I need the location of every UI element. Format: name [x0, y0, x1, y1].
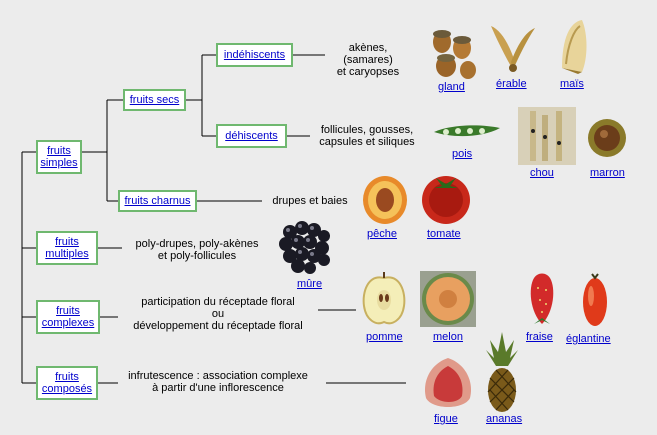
node-fruits-complexes[interactable]: fruits complexes — [36, 300, 100, 334]
desc-indehiscents: akènes, (samares) et caryopses — [336, 42, 400, 78]
peach-image — [363, 176, 407, 224]
example-link-melon[interactable]: melon — [433, 331, 463, 343]
example-link-pois[interactable]: pois — [452, 148, 473, 160]
example-link-ananas[interactable]: ananas — [486, 413, 523, 425]
node-indehiscents[interactable]: indéhiscents — [216, 43, 293, 67]
chestnut-image — [588, 119, 626, 157]
example-link-fraise[interactable]: fraise — [526, 331, 553, 343]
desc-complexes: participation du réceptade floral ou dév… — [133, 296, 303, 332]
desc-multiples: poly-drupes, poly-akènes et poly-follicu… — [135, 238, 259, 262]
rosehip-image — [583, 273, 607, 326]
node-fruits-charnus-label: fruits charnus — [124, 195, 191, 207]
node-fruits-secs-label: fruits secs — [129, 94, 180, 106]
node-fruits-secs[interactable]: fruits secs — [123, 89, 186, 111]
example-link-figue[interactable]: figue — [434, 413, 458, 425]
node-fruits-composes[interactable]: fruits composés — [36, 366, 98, 400]
tomato-image — [422, 176, 470, 224]
example-link-pomme[interactable]: pomme — [366, 331, 403, 343]
pineapple-image — [486, 332, 518, 412]
example-link-erable[interactable]: érable — [496, 78, 527, 90]
apple-image — [362, 272, 406, 325]
node-fruits-multiples[interactable]: fruits multiples — [36, 231, 98, 265]
example-link-marron[interactable]: marron — [590, 167, 625, 179]
acorn-image — [433, 30, 476, 79]
pea-pod-image — [434, 125, 500, 137]
node-dehiscents-label: déhiscents — [225, 130, 278, 142]
node-fruits-composes-label: fruits composés — [41, 371, 93, 395]
cabbage-silique-image — [518, 107, 576, 165]
desc-composes: infrutescence : association complexe à p… — [128, 370, 308, 394]
example-link-peche[interactable]: pêche — [367, 228, 397, 240]
melon-image — [420, 271, 476, 327]
fig-image — [424, 358, 472, 407]
maple-samara-image — [491, 26, 535, 72]
node-fruits-multiples-label: fruits multiples — [45, 236, 89, 260]
strawberry-image — [530, 273, 554, 324]
node-fruits-simples-label: fruits simples — [40, 145, 78, 169]
blackberry-image — [279, 221, 330, 274]
example-link-mure[interactable]: mûre — [297, 278, 323, 290]
node-fruits-simples[interactable]: fruits simples — [36, 140, 82, 174]
desc-dehiscents: follicules, gousses, capsules et silique… — [319, 124, 415, 148]
node-fruits-complexes-label: fruits complexes — [41, 305, 95, 329]
example-link-eglantine[interactable]: églantine — [566, 333, 611, 345]
example-link-mais[interactable]: maïs — [560, 78, 584, 90]
desc-charnus: drupes et baies — [272, 195, 348, 207]
example-link-tomate[interactable]: tomate — [427, 228, 461, 240]
example-link-chou[interactable]: chou — [530, 167, 554, 179]
node-fruits-charnus[interactable]: fruits charnus — [118, 190, 197, 212]
node-dehiscents[interactable]: déhiscents — [216, 124, 287, 148]
example-link-gland[interactable]: gland — [438, 81, 465, 93]
node-indehiscents-label: indéhiscents — [223, 49, 286, 61]
corn-kernel-image — [562, 20, 587, 74]
